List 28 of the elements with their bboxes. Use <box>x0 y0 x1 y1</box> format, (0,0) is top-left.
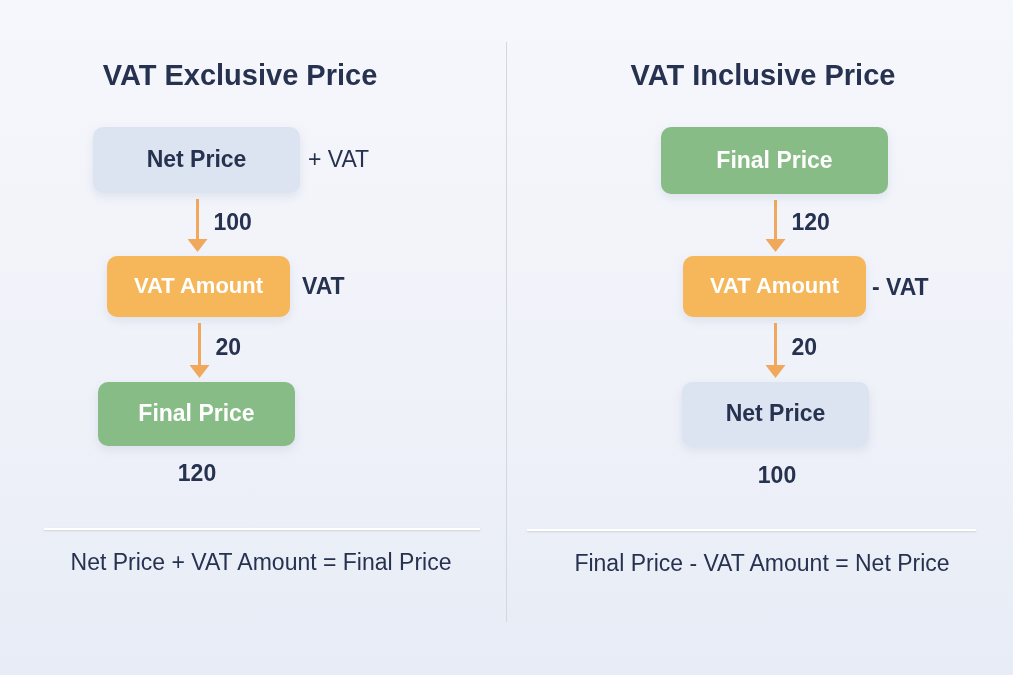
value-label: 100 <box>757 462 797 490</box>
edge-label: 100 <box>213 208 252 237</box>
operation-label: VAT <box>302 273 345 301</box>
operation-label: + VAT <box>308 146 370 174</box>
operation-label: - VAT <box>872 274 929 302</box>
price-box <box>683 256 866 317</box>
node-label: Net Price <box>725 400 826 428</box>
arrow <box>187 199 208 252</box>
node-label: Final Price <box>716 146 833 175</box>
arrow <box>189 323 210 378</box>
node-label: Net Price <box>146 146 247 174</box>
price-box <box>107 256 290 317</box>
value-label: 120 <box>177 460 217 488</box>
price-box <box>661 127 888 194</box>
node-label: Final Price <box>138 400 255 428</box>
edge-label: 120 <box>791 209 830 237</box>
arrow <box>765 323 786 378</box>
edge-label: 20 <box>215 333 242 362</box>
price-box <box>98 382 295 446</box>
price-box <box>93 127 300 193</box>
formula-text: Net Price + VAT Amount = Final Price <box>70 549 452 577</box>
edge-label: 20 <box>791 333 818 362</box>
arrow <box>765 200 786 252</box>
panel-title: VAT Inclusive Price <box>630 57 896 93</box>
formula-text: Final Price - VAT Amount = Net Price <box>574 550 950 578</box>
node-label: VAT Amount <box>709 273 840 300</box>
node-label: VAT Amount <box>133 273 264 300</box>
panel-title: VAT Exclusive Price <box>102 57 378 93</box>
